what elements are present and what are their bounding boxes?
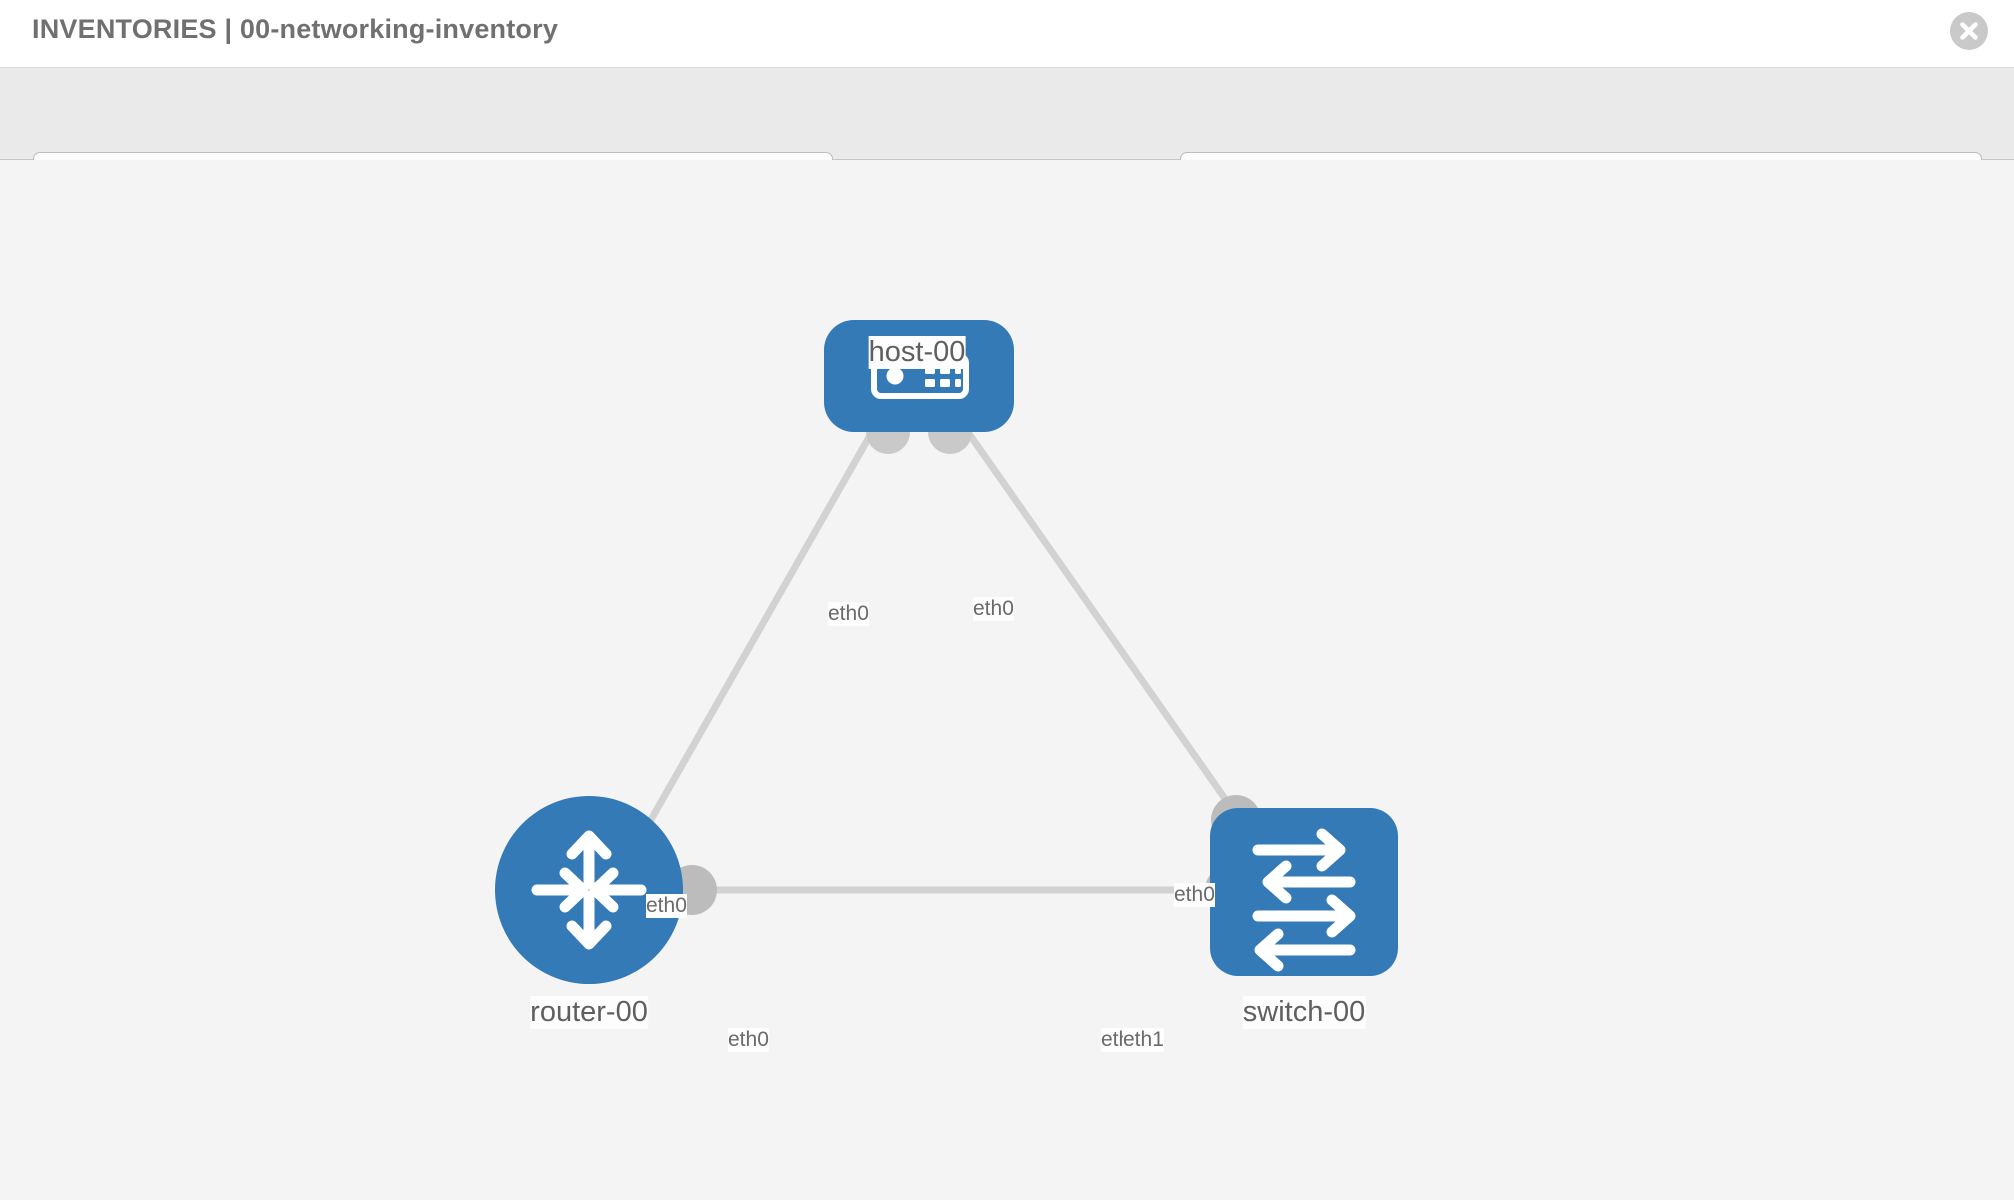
node-switch-00[interactable] — [1210, 808, 1398, 976]
port-label-router-eth0: eth0 — [728, 1028, 769, 1052]
port-label-router-eth0-uplink: eth0 — [646, 894, 687, 918]
node-label-router-00: router-00 — [530, 996, 648, 1029]
link-host-switch[interactable] — [955, 415, 1271, 863]
port-label-switch-eth1: eth1 — [1123, 1028, 1164, 1052]
page-title: INVENTORIES | 00-networking-inventory — [32, 14, 559, 44]
link-host-router[interactable] — [624, 416, 884, 862]
port-label-host-eth0-right: eth0 — [973, 597, 1014, 621]
toolbar: ACTIONS SEARCH — [0, 68, 2014, 211]
topology-links — [624, 415, 1271, 894]
port-label-switch-eth0-uplink: eth0 — [1174, 883, 1215, 907]
node-label-switch-00: switch-00 — [1242, 996, 1366, 1029]
node-label-host-00: host-00 — [868, 336, 966, 369]
topology-canvas[interactable]: host-00 router-00 switch-00 eth0 eth0 et… — [0, 160, 2014, 1200]
close-icon[interactable] — [1950, 12, 1988, 50]
topology-graph — [495, 320, 1398, 984]
topology-ports — [667, 410, 1261, 915]
page-header: INVENTORIES | 00-networking-inventory — [0, 0, 2014, 68]
node-router-00[interactable] — [495, 796, 683, 984]
port-label-host-eth0-left: eth0 — [828, 602, 869, 626]
